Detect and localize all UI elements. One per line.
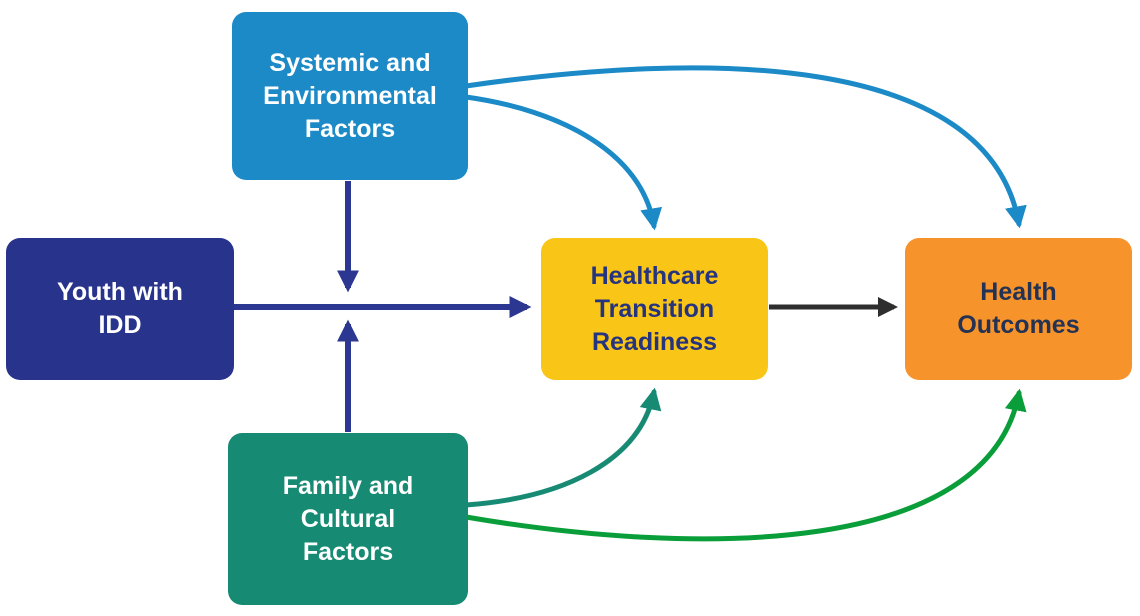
node-label-line: Health (980, 278, 1057, 306)
node-label-line: Factors (304, 114, 396, 143)
arrow-family-to-outcomes (463, 388, 1027, 542)
node-label-line: Readiness (591, 327, 718, 356)
node-youth-with-idd: Youth with IDD (6, 238, 234, 380)
node-health-outcomes: Health Outcomes (905, 238, 1132, 380)
node-label-line: Family and (282, 471, 414, 500)
node-label: Systemic and Environmental Factors (263, 47, 437, 146)
node-label-line: Environmental (263, 81, 437, 110)
node-label-line: Outcomes (957, 311, 1080, 339)
node-label: Family and Cultural Factors (283, 470, 414, 569)
node-label-line: Youth with (57, 278, 183, 306)
node-label-line: Healthcare (590, 261, 719, 290)
node-label-line: IDD (98, 311, 142, 339)
arrow-systemic-to-readiness (463, 94, 663, 231)
node-label-line: Cultural (300, 504, 396, 533)
node-healthcare-transition-readiness: Healthcare Transition Readiness (541, 238, 768, 380)
node-label: Healthcare Transition Readiness (591, 260, 719, 359)
arrow-systemic-to-outcomes (463, 65, 1027, 229)
arrow-family-to-readiness (463, 387, 662, 508)
node-label-line: Factors (302, 537, 394, 566)
node-systemic-environmental-factors: Systemic and Environmental Factors (232, 12, 468, 180)
node-label-line: Systemic and (269, 48, 431, 77)
node-family-cultural-factors: Family and Cultural Factors (228, 433, 468, 605)
node-label: Health Outcomes (957, 276, 1079, 342)
node-label: Youth with IDD (57, 276, 183, 342)
node-label-line: Transition (594, 294, 715, 323)
